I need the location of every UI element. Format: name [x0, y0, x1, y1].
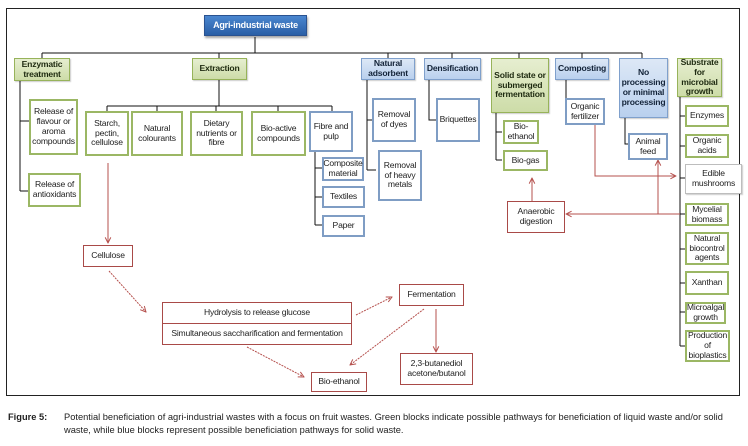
leaf-organic-acids: Organic acids: [685, 134, 729, 158]
extraction-branch: [106, 80, 333, 111]
leaf-paper: Paper: [322, 215, 365, 237]
leaf-briquettes: Briquettes: [436, 98, 480, 142]
caption-label: Figure 5:: [8, 412, 48, 422]
process-ssf: Simultaneous saccharification and fermen…: [162, 323, 352, 345]
process-anaerobic-digestion: Anaerobic digestion: [507, 201, 565, 233]
arrow-cellulose-to-hydrolysis: [108, 270, 146, 312]
leaf-organic-fertilizer: Organic fertilizer: [565, 98, 605, 125]
leaf-removal-heavy-metals: Removal of heavy metals: [378, 150, 422, 201]
process-cellulose: Cellulose: [83, 245, 133, 267]
diagram-frame: [6, 8, 740, 396]
leaf-enzymes: Enzymes: [685, 105, 729, 127]
leaf-animal-feed: Animal feed: [628, 133, 668, 160]
no-processing-branch: [624, 118, 628, 145]
arrow-ssf-to-bioethanol: [246, 346, 304, 377]
process-fermentation: Fermentation: [399, 284, 464, 306]
process-arrows: [108, 125, 680, 377]
category-drops: [41, 53, 643, 58]
leaf-mycelial-biomass: Mycelial biomass: [685, 203, 729, 226]
arrow-fertilizer-to-mushrooms: [594, 125, 676, 176]
process-bio-ethanol: Bio-ethanol: [311, 372, 367, 392]
category-densification: Densification: [424, 58, 481, 80]
leaf-natural-colourants: Natural colourants: [131, 111, 183, 156]
leaf-starch-pectin-cellulose: Starch, pectin, cellulose: [85, 111, 129, 156]
leaf-release-antioxidants: Release of antioxidants: [28, 173, 81, 207]
category-natural-adsorbent: Natural adsorbent: [361, 58, 415, 80]
leaf-natural-biocontrol: Natural biocontrol agents: [685, 232, 729, 265]
leaf-fibre-and-pulp: Fibre and pulp: [309, 111, 353, 152]
fibre-branch: [314, 152, 322, 226]
fermentation-branch: [495, 113, 502, 161]
caption-text: Potential beneficiation of agri-industri…: [64, 412, 723, 435]
process-hydrolysis: Hydrolysis to release glucose: [162, 302, 352, 324]
category-extraction: Extraction: [192, 58, 247, 80]
category-no-processing: No processing or minimal processing: [619, 58, 668, 118]
leaf-release-flavour: Release of flavour or aroma compounds: [29, 99, 78, 155]
leaf-dietary-nutrients: Dietary nutrients or fibre: [190, 111, 243, 156]
leaf-bio-gas: Bio-gas: [503, 150, 548, 171]
tree-connectors: [19, 37, 685, 347]
substrate-branch: [679, 96, 685, 347]
leaf-microalgal-growth: Microalgal growth: [685, 302, 726, 324]
leaf-composite-material: Composite material: [322, 157, 364, 181]
root-node: Agri-industrial waste: [204, 15, 307, 36]
arrow-hydrolysis-to-fermentation: [355, 297, 392, 316]
category-composting: Composting: [555, 58, 609, 80]
leaf-bio-ethanol: Bio- ethanol: [503, 120, 539, 144]
arrow-fermentation-to-bioethanol: [350, 308, 425, 365]
adsorbent-branch: [366, 80, 376, 171]
leaf-xanthan: Xanthan: [685, 271, 729, 295]
leaf-production-bioplastics: Production of bioplastics: [685, 330, 730, 362]
process-butanediol: 2,3-butanediol acetone/butanol: [400, 353, 473, 385]
leaf-bioactive-compounds: Bio-active compounds: [251, 111, 306, 156]
enzymatic-branch: [19, 80, 29, 192]
category-fermentation: Solid state or submerged fermentation: [491, 58, 549, 113]
category-substrate-microbial-growth: Substrate for microbial growth: [677, 57, 722, 97]
leaf-removal-of-dyes: Removal of dyes: [372, 98, 416, 142]
leaf-edible-mushrooms: Edible mushrooms: [685, 164, 742, 194]
leaf-textiles: Textiles: [322, 186, 365, 208]
category-enzymatic-treatment: Enzymatic treatment: [14, 58, 70, 81]
densification-branch: [428, 80, 437, 121]
